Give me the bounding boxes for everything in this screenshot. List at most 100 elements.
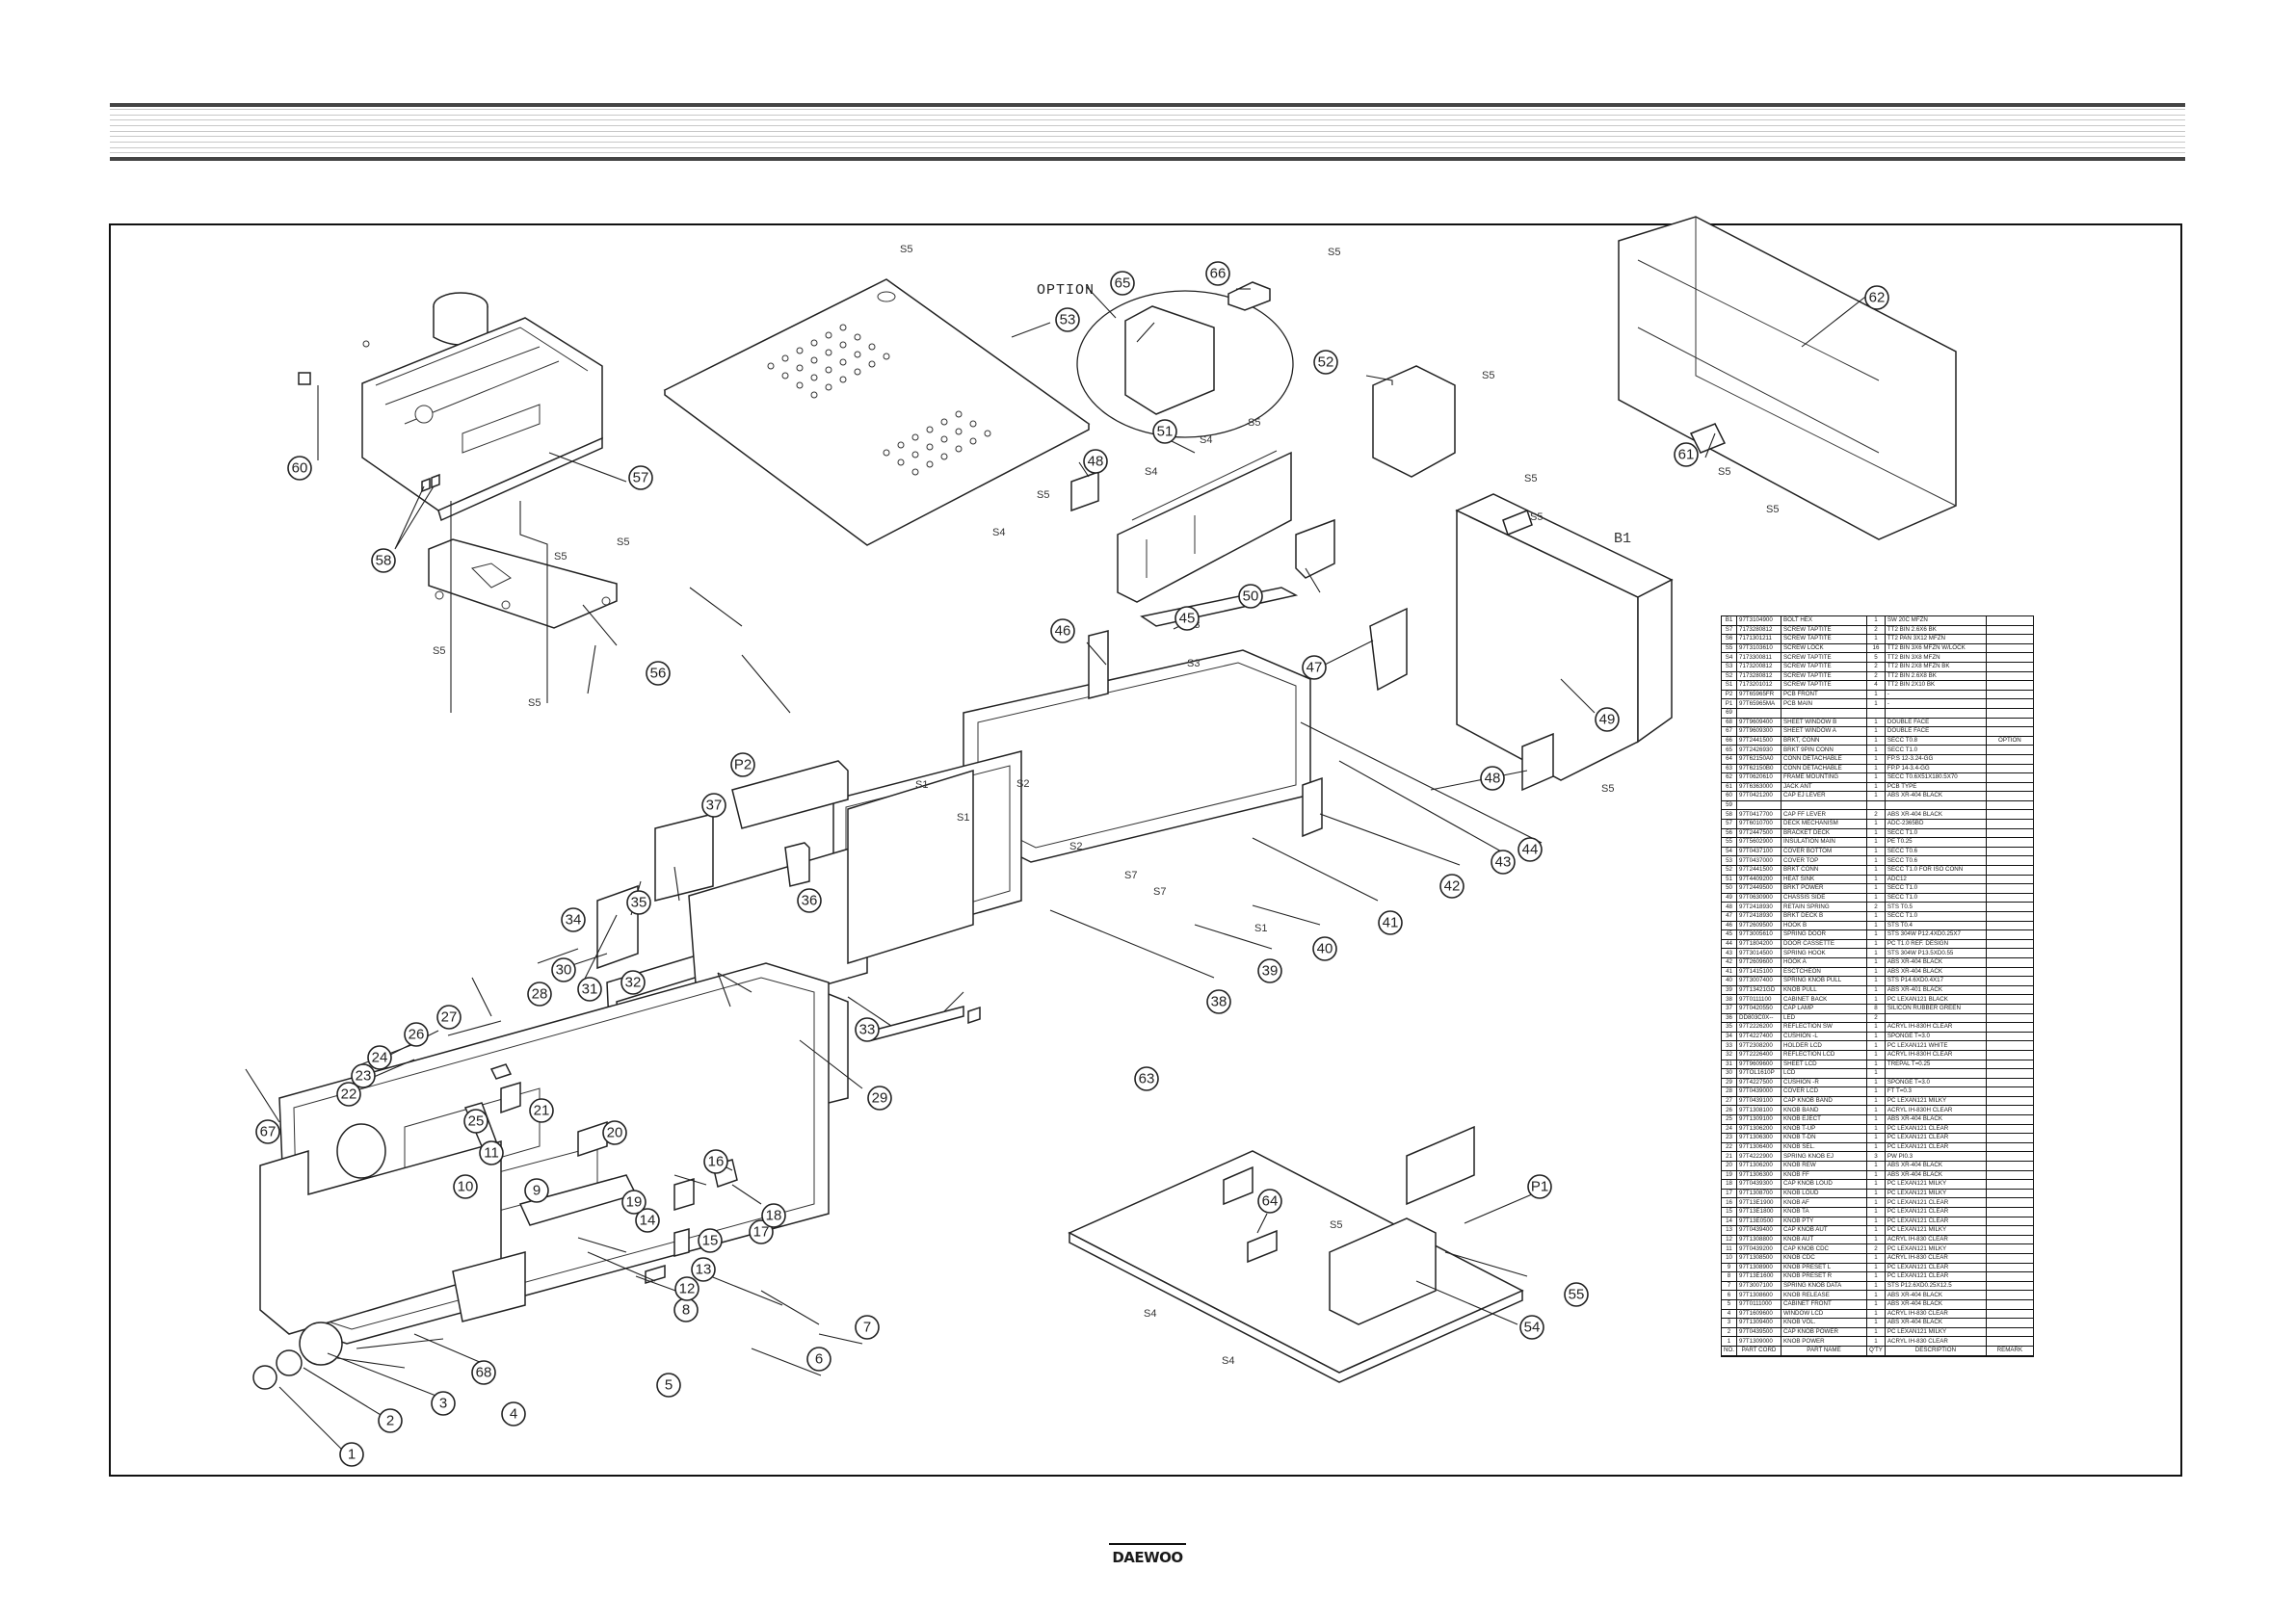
part-remark bbox=[1985, 1336, 2034, 1347]
part-qty: 1 bbox=[1866, 948, 1886, 958]
part-name: BRKT 9PIN CONN bbox=[1781, 745, 1868, 755]
part-code: 7173280812 bbox=[1736, 624, 1782, 636]
svg-text:S5: S5 bbox=[554, 551, 567, 563]
part-description: STS 304W P12.4XD0.25X7 bbox=[1884, 929, 1987, 940]
part-qty: 1 bbox=[1866, 1123, 1886, 1135]
bolt-hex bbox=[1502, 510, 1533, 536]
part-name: ESCTCHEON bbox=[1781, 966, 1868, 978]
cover-top bbox=[663, 278, 1091, 546]
header-rule bbox=[110, 115, 2185, 116]
part-qty: 1 bbox=[1866, 781, 1886, 793]
svg-text:S4: S4 bbox=[1144, 1308, 1156, 1320]
part-no: 19 bbox=[1720, 1169, 1738, 1181]
part-code: 7173280812 bbox=[1736, 670, 1782, 682]
part-no: 41 bbox=[1720, 966, 1738, 978]
part-qty: 1 bbox=[1866, 1280, 1886, 1292]
callout: 36 bbox=[797, 888, 822, 913]
part-no: 14 bbox=[1720, 1216, 1738, 1227]
part-description: SECC T1.0 bbox=[1884, 883, 1987, 894]
cap-knob-power bbox=[276, 1349, 303, 1376]
column-header: Q'TY bbox=[1866, 1345, 1886, 1357]
svg-text:B1: B1 bbox=[1614, 531, 1631, 547]
part-description: ABS XR-404 BLACK bbox=[1884, 1161, 1987, 1171]
part-name: HOOK B bbox=[1781, 920, 1868, 931]
callout: 18 bbox=[761, 1203, 786, 1228]
callout: 24 bbox=[367, 1045, 392, 1070]
part-name: BRKT DECK B bbox=[1781, 911, 1868, 922]
part-name: COVER TOP bbox=[1781, 855, 1868, 867]
part-remark bbox=[1985, 1225, 2034, 1236]
part-name: KNOB CDC bbox=[1781, 1252, 1868, 1264]
part-no: 46 bbox=[1720, 920, 1738, 931]
part-code: 97T3007100 bbox=[1736, 1280, 1782, 1292]
svg-text:S5: S5 bbox=[1766, 504, 1779, 515]
heat-sink bbox=[1117, 451, 1292, 603]
knob-eject bbox=[500, 1081, 521, 1114]
part-remark bbox=[1985, 1262, 2034, 1273]
svg-text:9: 9 bbox=[533, 1183, 541, 1199]
part-no: 11 bbox=[1720, 1243, 1738, 1254]
part-no: 33 bbox=[1720, 1040, 1738, 1051]
svg-text:10: 10 bbox=[458, 1179, 474, 1195]
part-name: LED bbox=[1781, 1012, 1868, 1024]
part-name: KNOB PULL bbox=[1781, 984, 1868, 996]
part-qty: 1 bbox=[1866, 976, 1886, 986]
callout: 46 bbox=[1050, 618, 1075, 643]
part-remark bbox=[1985, 865, 2034, 876]
callout: 13 bbox=[691, 1257, 716, 1282]
part-code: 97T13E1900 bbox=[1736, 1197, 1782, 1208]
bracket-deck bbox=[428, 538, 618, 629]
svg-text:21: 21 bbox=[534, 1103, 550, 1119]
part-code: 97T65965FR bbox=[1736, 689, 1782, 700]
part-no: S1 bbox=[1720, 680, 1738, 691]
svg-text:52: 52 bbox=[1318, 354, 1334, 371]
part-description: SECC T0.6 bbox=[1884, 855, 1987, 867]
part-remark bbox=[1985, 984, 2034, 996]
callout: 5 bbox=[656, 1373, 681, 1398]
svg-text:56: 56 bbox=[650, 666, 667, 682]
part-qty: 16 bbox=[1866, 642, 1886, 654]
part-name: KNOB SEL. bbox=[1781, 1141, 1868, 1153]
part-code: 97T13E1600 bbox=[1736, 1271, 1782, 1282]
svg-text:11: 11 bbox=[484, 1145, 499, 1162]
part-code: DD803C0X-- bbox=[1736, 1012, 1782, 1024]
part-remark bbox=[1985, 855, 2034, 867]
part-code: 97T0111000 bbox=[1736, 1298, 1782, 1310]
part-remark bbox=[1985, 781, 2034, 793]
svg-text:42: 42 bbox=[1444, 878, 1461, 895]
part-description: ADC-2365BD bbox=[1884, 819, 1987, 829]
part-description: TT2 BIN 2X8 MFZN BK bbox=[1884, 661, 1987, 672]
part-qty: 4 bbox=[1866, 680, 1886, 691]
part-description: FP.P 14-3.4-GG bbox=[1884, 763, 1987, 774]
conn-detachable-64 bbox=[1247, 1229, 1278, 1264]
part-no: P2 bbox=[1720, 689, 1738, 700]
svg-text:53: 53 bbox=[1060, 312, 1076, 328]
callout: 26 bbox=[404, 1022, 429, 1047]
header-rule-top bbox=[110, 103, 2185, 107]
part-description: ACRYL IH-830H CLEAR bbox=[1884, 1105, 1987, 1116]
part-qty: 2 bbox=[1866, 661, 1886, 672]
part-description: SECC T0.6X51X180.5X70 bbox=[1884, 772, 1987, 783]
svg-text:S5: S5 bbox=[528, 697, 541, 709]
part-no: 44 bbox=[1720, 938, 1738, 950]
header-rule-bottom bbox=[110, 157, 2185, 161]
part-name: DOOR CASSETTE bbox=[1781, 938, 1868, 950]
part-qty: 1 bbox=[1866, 634, 1886, 644]
header-rule bbox=[110, 109, 2185, 110]
part-name: CUSHION -R bbox=[1781, 1077, 1868, 1088]
part-remark bbox=[1985, 1031, 2034, 1042]
part-code: 97T9609600 bbox=[1736, 1059, 1782, 1070]
svg-text:1: 1 bbox=[348, 1447, 356, 1463]
svg-text:40: 40 bbox=[1317, 941, 1333, 957]
